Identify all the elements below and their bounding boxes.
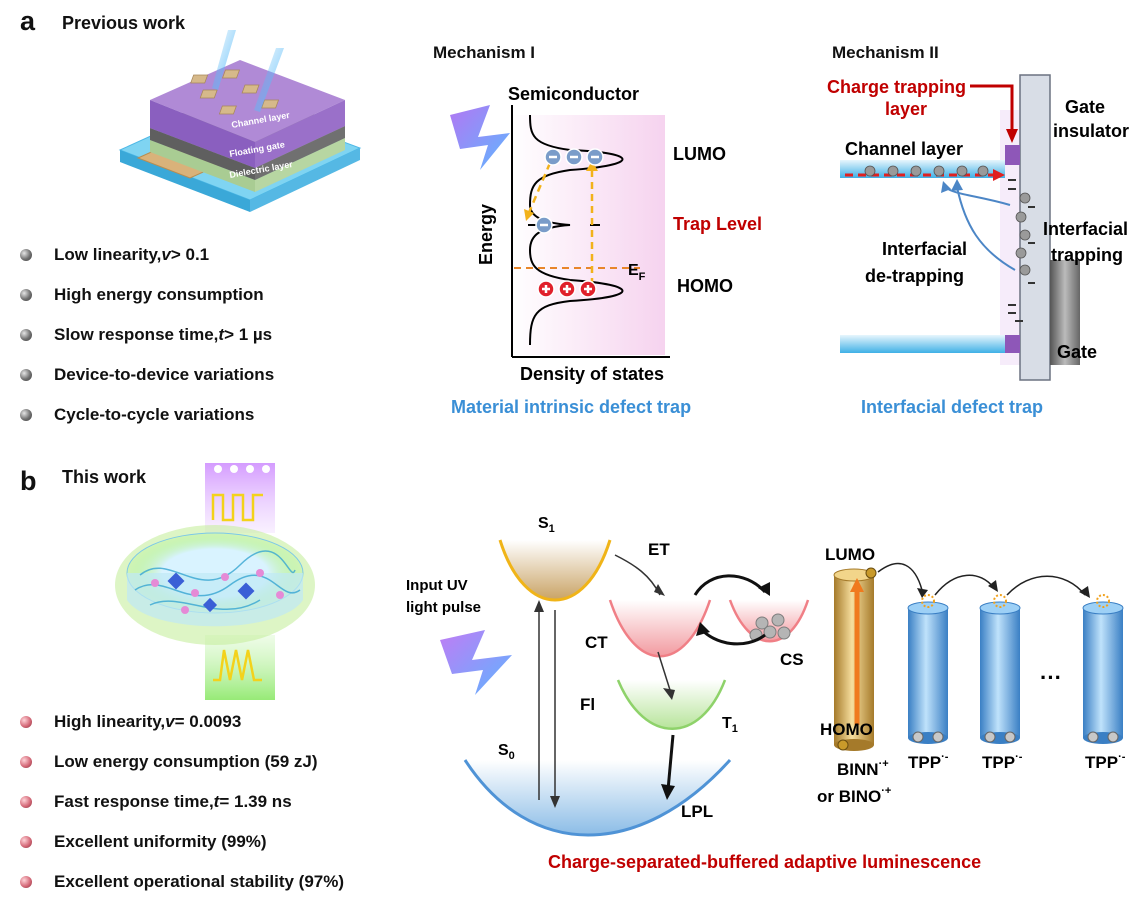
semiconductor-label: Semiconductor	[508, 84, 639, 104]
tpp-label-3: TPP·-	[1085, 751, 1126, 772]
bullet-icon	[20, 369, 32, 381]
list-item: Fast response time, t = 1.39 ns	[20, 782, 344, 822]
floating-gate-device-illustration: Channel layer Floating gate Dielectric l…	[118, 30, 362, 212]
s0-label: S0	[498, 742, 515, 762]
s1-label: S1	[538, 515, 555, 535]
gate-label: Gate	[1057, 342, 1097, 362]
homo-label: HOMO	[820, 720, 873, 739]
glowing-network-device-illustration	[115, 463, 315, 700]
charge-trapping-label-2: layer	[885, 99, 927, 119]
list-item: High energy consumption	[20, 275, 274, 315]
mechanism-2-caption: Interfacial defect trap	[861, 397, 1044, 417]
homo-label: HOMO	[677, 276, 733, 296]
bullet-icon	[20, 249, 32, 261]
dielectric-layer	[150, 140, 255, 192]
list-item: Low linearity, v > 0.1	[20, 235, 274, 275]
list-item: Slow response time, t > 1 µs	[20, 315, 274, 355]
interfacial-detrapping-label-2: de-trapping	[865, 266, 964, 286]
tpp-label-2: TPP·-	[982, 751, 1023, 772]
list-item: Cycle-to-cycle variations	[20, 395, 274, 435]
mechanism-2-diagram: Charge trapping layer Gate insulator Cha…	[827, 74, 1129, 381]
floating-gate-layer	[150, 128, 255, 180]
channel-layer-label: Channel layer	[845, 139, 963, 159]
bino-label: or BINO·+	[817, 785, 891, 806]
mechanism-1-diagram: Semiconductor Energy Density of states L…	[450, 84, 762, 384]
mechanism-1-caption: Material intrinsic defect trap	[451, 397, 692, 417]
panel-a-letter: a	[20, 6, 36, 36]
bullet-icon	[20, 409, 32, 421]
mechanism-1-title: Mechanism I	[433, 43, 536, 62]
interfacial-detrapping-label-1: Interfacial	[882, 239, 967, 259]
adaptive-luminescence-scheme: Input UV light pulse S1 ET CT CS Fl T1 S…	[406, 515, 1126, 837]
list-item: Excellent uniformity (99%)	[20, 822, 344, 862]
interfacial-trapping-label-1: Interfacial	[1043, 219, 1128, 239]
this-work-list: High linearity, v = 0.0093 Low energy co…	[20, 702, 344, 902]
bullet-icon	[20, 289, 32, 301]
bullet-icon	[20, 796, 32, 808]
charge-trapping-label-1: Charge trapping	[827, 77, 966, 97]
channel-layer	[150, 100, 255, 168]
hole-icons	[537, 280, 597, 298]
uv-bolt-icon	[440, 630, 512, 695]
dos-axis-label: Density of states	[520, 364, 664, 384]
electron-icons	[535, 148, 604, 234]
panel-b-letter: b	[20, 466, 37, 496]
tpp-cylinders	[907, 594, 1124, 744]
tpp-label-1: TPP·-	[908, 751, 949, 772]
bullet-icon	[20, 756, 32, 768]
gate-insulator-label-1: Gate	[1065, 97, 1105, 117]
binn-label: BINN·+	[837, 758, 889, 779]
lumo-label: LUMO	[673, 144, 726, 164]
bullet-icon	[20, 876, 32, 888]
fermi-level-label: EF	[628, 262, 646, 283]
input-uv-label-1: Input UV	[406, 577, 468, 594]
fl-label: Fl	[580, 695, 595, 714]
lpl-label: LPL	[681, 802, 713, 821]
previous-work-list: Low linearity, v > 0.1 High energy consu…	[20, 235, 274, 435]
list-item: Device-to-device variations	[20, 355, 274, 395]
list-item: Excellent operational stability (97%)	[20, 862, 344, 902]
mechanism-2-title: Mechanism II	[832, 43, 939, 62]
bullet-icon	[20, 716, 32, 728]
list-item: High linearity, v = 0.0093	[20, 702, 344, 742]
panel-a-title: Previous work	[62, 13, 186, 33]
lumo-label: LUMO	[825, 545, 875, 564]
cs-label: CS	[780, 650, 804, 669]
input-uv-label-2: light pulse	[406, 599, 481, 616]
list-item: Low energy consumption (59 zJ)	[20, 742, 344, 782]
light-bolt-icon	[450, 105, 510, 170]
t1-label: T1	[722, 715, 738, 735]
energy-axis-label: Energy	[476, 204, 496, 265]
et-label: ET	[648, 540, 670, 559]
ct-label: CT	[585, 633, 608, 652]
gate-insulator-label-2: insulator	[1053, 121, 1129, 141]
bullet-icon	[20, 329, 32, 341]
scheme-caption: Charge-separated-buffered adaptive lumin…	[548, 852, 982, 872]
interfacial-trapping-label-2: trapping	[1051, 245, 1123, 265]
panel-b-title: This work	[62, 467, 147, 487]
bullet-icon	[20, 836, 32, 848]
trap-level-label: Trap Level	[673, 214, 762, 234]
ellipsis-label: ···	[1040, 665, 1062, 690]
